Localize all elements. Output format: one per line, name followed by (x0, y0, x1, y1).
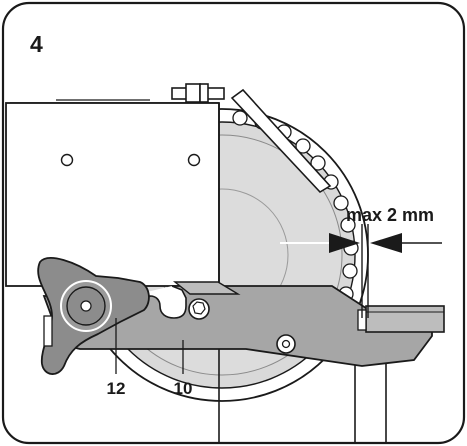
callout-label-10: 10 (174, 379, 193, 398)
callout-label-12: 12 (107, 379, 126, 398)
machine-housing (5, 99, 220, 443)
housing-screw-left (60, 153, 74, 167)
adjustment-rod (171, 83, 332, 194)
right-arrow (370, 233, 402, 253)
rest-plate (365, 305, 445, 333)
step-number: 4 (30, 31, 43, 57)
locking-knob (37, 257, 150, 375)
left-arrow (329, 233, 360, 253)
gap-measurement (280, 224, 442, 318)
housing-screw-right (187, 153, 201, 167)
measurement-label: max 2 mm (346, 205, 434, 225)
